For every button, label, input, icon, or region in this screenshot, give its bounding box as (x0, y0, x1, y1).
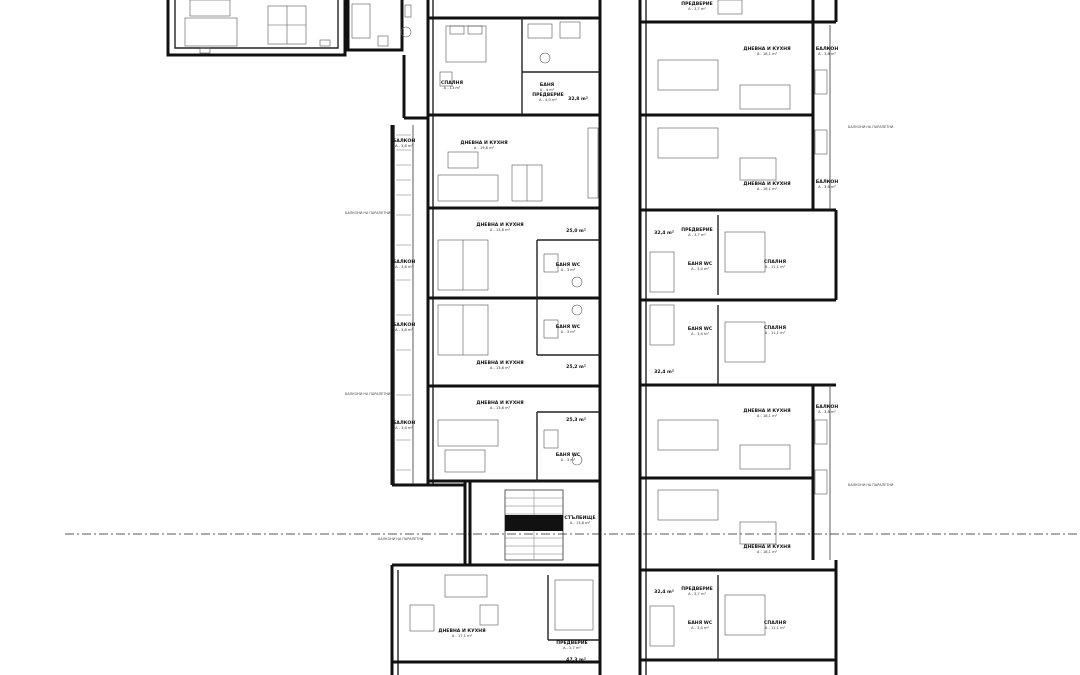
apartment-total: 32,4 m² (654, 230, 674, 236)
room-label-area: A - 13 m² (444, 86, 461, 90)
room-label-area: A - 18,1 m² (757, 414, 778, 418)
balcony-label: БАЛКОН (816, 46, 839, 52)
room-label-name: СПАЛНЯ (764, 259, 786, 265)
room-label-name: БАНЯ WC (688, 261, 713, 267)
side-note: БАЛКОНИ НА ПАРАПЕТНИ (848, 483, 894, 487)
balcony-area: A - 3,6 m² (395, 426, 413, 430)
room-label-area: A - 13,8 m² (490, 406, 511, 410)
room-label-name: БАНЯ (540, 82, 555, 88)
room-label-name: ПРЕДВЕРИЕ (681, 227, 712, 233)
room-label-name: ПРЕДВЕРИЕ (532, 92, 563, 98)
balcony-label: БАЛКОН (393, 259, 416, 265)
room-label-area: A - 13,8 m² (490, 366, 511, 370)
balcony-label: БАЛКОН (393, 420, 416, 426)
room-label-name: ДНЕВНА И КУХНЯ (476, 222, 524, 228)
room-label-name: БАНЯ WC (688, 620, 713, 626)
room-label-name: ДНЕВНА И КУХНЯ (476, 360, 524, 366)
balcony-area: A - 3,8 m² (818, 52, 836, 56)
balcony-area: A - 3,8 m² (395, 144, 413, 148)
room-label-area: A - 11,1 m² (765, 331, 786, 335)
room-label-area: A - 3,7 m² (688, 233, 706, 237)
room-label-name: ПРЕДВЕРИЕ (681, 1, 712, 7)
right-building-column (638, 0, 838, 675)
room-label-name: СТЪЛБИЩЕ (564, 515, 595, 521)
room-label-area: A - 13,8 m² (570, 521, 591, 525)
balcony-area: A - 3,6 m² (818, 185, 836, 189)
balcony-label: БАЛКОН (393, 138, 416, 144)
room-label-name: БАНЯ WC (688, 326, 713, 332)
side-note: БАЛКОНИ НА ПАРАПЕТНИ (378, 537, 424, 541)
apartment-total: 32,4 m² (654, 369, 674, 375)
apartment-total: 25,0 m² (566, 228, 586, 234)
apartment-total: 25,3 m² (566, 417, 586, 423)
side-note: БАЛКОНИ НА ПАРАПЕТНИ (345, 211, 391, 215)
room-label-area: A - 18,1 m² (757, 52, 778, 56)
room-label-area: A - 3 m² (561, 268, 576, 272)
room-label-area: A - 4 m² (540, 88, 555, 92)
room-label-area: A - 13,8 m² (490, 228, 511, 232)
apartment-total: 32,4 m² (654, 589, 674, 595)
side-note: БАЛКОНИ НА ПАРАПЕТНИ (848, 125, 894, 129)
room-label-name: ДНЕВНА И КУХНЯ (460, 140, 508, 146)
room-label-area: A - 3 m² (561, 330, 576, 334)
top-left-unit (166, 0, 412, 57)
room-label-name: ПРЕДВЕРИЕ (681, 586, 712, 592)
room-label-name: БАНЯ WC (556, 262, 581, 268)
balcony-label: БАЛКОН (816, 179, 839, 185)
room-label-name: СПАЛНЯ (764, 620, 786, 626)
apartment-total: 32,8 m² (568, 96, 588, 102)
room-label-area: A - 3,7 m² (688, 7, 706, 11)
room-label-area: A - 11,1 m² (765, 626, 786, 630)
room-label-area: A - 3,4 m² (691, 332, 709, 336)
room-label-area: A - 11,1 m² (765, 265, 786, 269)
center-building-column (390, 0, 602, 675)
room-label-area: A - 4,0 m² (539, 98, 557, 102)
room-label-area: A - 3,4 m² (691, 267, 709, 271)
room-label-name: ДНЕВНА И КУХНЯ (743, 46, 791, 52)
room-label-name: ДНЕВНА И КУХНЯ (476, 400, 524, 406)
room-label-area: A - 3 m² (561, 458, 576, 462)
room-label-name: ДНЕВНА И КУХНЯ (743, 544, 791, 550)
room-label-name: БАНЯ WC (556, 452, 581, 458)
room-label-area: A - 2,7 m² (563, 646, 581, 650)
balcony-area: A - 3,8 m² (818, 410, 836, 414)
room-label-area: A - 3,4 m² (691, 626, 709, 630)
room-label-area: A - 17,1 m² (452, 634, 473, 638)
side-note: БАЛКОНИ НА ПАРАПЕТНИ (345, 392, 391, 396)
balcony-label: БАЛКОН (816, 404, 839, 410)
room-label-name: ДНЕВНА И КУХНЯ (743, 408, 791, 414)
balcony-label: БАЛКОН (393, 322, 416, 328)
room-label-area: A - 19,8 m² (474, 146, 495, 150)
room-label-area: A - 18,1 m² (757, 187, 778, 191)
room-label-name: СПАЛНЯ (764, 325, 786, 331)
room-label-name: ДНЕВНА И КУХНЯ (743, 181, 791, 187)
balcony-area: A - 3,8 m² (395, 328, 413, 332)
room-label-name: СПАЛНЯ (441, 80, 463, 86)
room-label-name: БАНЯ WC (556, 324, 581, 330)
apartment-total: 47,3 m² (566, 657, 586, 663)
balcony-area: A - 3,6 m² (395, 265, 413, 269)
apartment-total: 25,2 m² (566, 364, 586, 370)
room-label-name: ПРЕДВЕРИЕ (556, 640, 587, 646)
room-label-area: A - 3,7 m² (688, 592, 706, 596)
room-label-area: A - 18,1 m² (757, 550, 778, 554)
room-label-name: ДНЕВНА И КУХНЯ (438, 628, 486, 634)
balcony-railing-left (396, 134, 411, 471)
